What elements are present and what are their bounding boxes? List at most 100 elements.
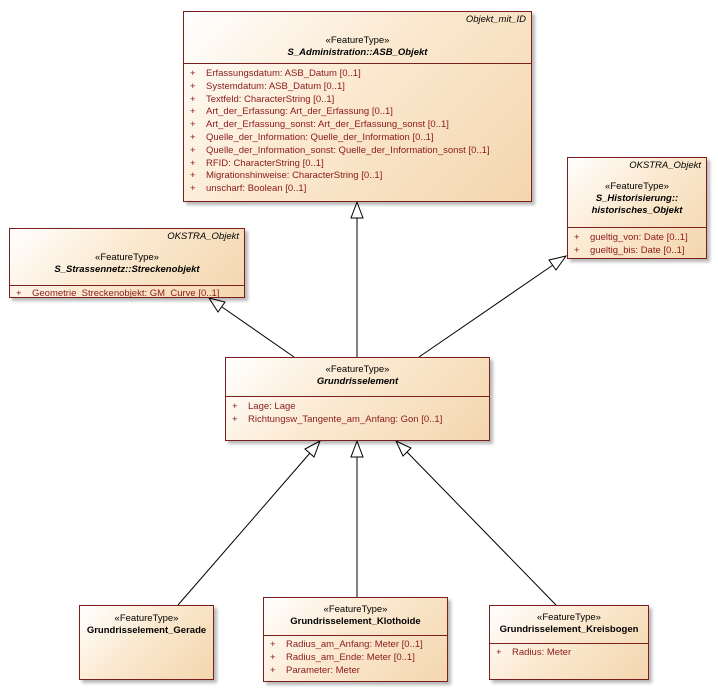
attribute-text: Systemdatum: ASB_Datum [0..1]	[206, 80, 345, 92]
edge-grundrisselement-to-streckenobjekt	[221, 306, 295, 358]
arrowhead-streckenobjekt	[207, 297, 226, 313]
class-grundrisselement[interactable]: «FeatureType» Grundrisselement + Lage: La…	[225, 357, 490, 441]
class-stereotype: «FeatureType»	[95, 252, 159, 263]
attribute-text: Lage: Lage	[248, 401, 296, 412]
class-stereotype: «FeatureType»	[323, 604, 388, 615]
attribute-compartment: + gueltig_von: Date [0..1] + gueltig_bis: …	[568, 227, 706, 258]
attribute-row: + Quelle_der_Information_sonst: Quelle_de…	[190, 145, 531, 158]
class-stereotype: «FeatureType»	[605, 181, 669, 192]
class-header: «FeatureType» Grundrisselement_Klothoide	[264, 598, 447, 635]
visibility-public: +	[190, 144, 196, 156]
visibility-public: +	[190, 170, 196, 182]
class-header: OKSTRA_Objekt «FeatureType» S_Strassenne…	[10, 229, 244, 285]
attribute-compartment: + Radius_am_Anfang: Meter [0..1] + Radius_…	[264, 635, 447, 677]
class-asb-objekt[interactable]: Objekt_mit_ID «FeatureType» S_Administra…	[183, 11, 532, 202]
class-header: «FeatureType» Grundrisselement_Gerade	[80, 606, 213, 637]
arrowhead-gerade	[304, 439, 321, 458]
attribute-text: RFID: CharacterString [0..1]	[206, 157, 324, 169]
edge-gerade-to-grundrisselement	[177, 452, 311, 606]
attribute-row: + gueltig_von: Date [0..1]	[574, 232, 706, 245]
visibility-public: +	[190, 106, 196, 118]
attribute-row: +Textfeld: CharacterString [0..1]	[190, 94, 531, 107]
class-name: Grundrisselement_Gerade	[86, 625, 207, 636]
visibility-public: +	[270, 639, 276, 650]
attribute-text: Geometrie_Streckenobjekt: GM_Curve [0..1…	[32, 288, 220, 299]
attribute-compartment: + Lage: Lage + Richtungsw_Tangente_am_Anfa…	[226, 396, 489, 427]
visibility-public: +	[190, 80, 196, 92]
class-stereotype: «FeatureType»	[537, 612, 601, 623]
class-historisches-objekt[interactable]: OKSTRA_Objekt «FeatureType» S_Historisie…	[567, 157, 707, 259]
arrowhead-asb-objekt	[350, 200, 364, 219]
attribute-row: + Radius_am_Anfang: Meter [0..1]	[270, 639, 447, 652]
visibility-public: +	[574, 244, 580, 256]
arrowhead-klothoide	[350, 439, 364, 458]
class-header: «FeatureType» Grundrisselement_Kreisboge…	[490, 606, 648, 643]
attribute-text: Radius: Meter	[512, 647, 572, 658]
visibility-public: +	[232, 413, 238, 425]
class-grundrisselement-gerade[interactable]: «FeatureType» Grundrisselement_Gerade	[79, 605, 214, 680]
visibility-public: +	[190, 119, 196, 131]
class-name-line-1: S_Historisierung::	[595, 193, 679, 204]
visibility-public: +	[496, 647, 502, 658]
attribute-row: + Migrationshinweise: CharacterString [0.…	[190, 170, 531, 183]
class-grundrisselement-klothoide[interactable]: «FeatureType» Grundrisselement_Klothoide…	[263, 597, 448, 682]
attribute-row: +unscharf: Boolean [0..1]	[190, 183, 531, 196]
visibility-public: +	[16, 288, 22, 299]
class-streckenobjekt[interactable]: OKSTRA_Objekt «FeatureType» S_Strassenne…	[9, 228, 245, 301]
class-grundrisselement-kreisbogen[interactable]: «FeatureType» Grundrisselement_Kreisboge…	[489, 605, 649, 680]
visibility-public: +	[190, 131, 196, 143]
class-stereotype: «FeatureType»	[325, 364, 390, 375]
attribute-row: + Quelle_der_Information: Quelle_der_Info…	[190, 132, 531, 145]
attribute-text: Parameter: Meter	[286, 664, 360, 676]
visibility-public: +	[232, 401, 238, 412]
visibility-public: +	[270, 651, 276, 663]
attribute-text: Erfassungsdatum: ASB_Datum [0..1]	[206, 68, 361, 79]
attribute-row: + Art_der_Erfassung_sonst: Art_der_Erfass…	[190, 119, 531, 132]
attribute-row: + Lage: Lage	[232, 401, 489, 414]
attribute-text: gueltig_von: Date [0..1]	[590, 232, 688, 243]
arrowhead-historisches-objekt	[548, 255, 568, 271]
class-name: Grundrisselement	[316, 376, 399, 387]
attribute-row: + gueltig_bis: Date [0..1]	[574, 245, 706, 258]
class-stereotype: «FeatureType»	[114, 613, 179, 624]
edge-kreisbogen-to-grundrisselement	[406, 451, 557, 606]
attribute-row: + Richtungsw_Tangente_am_Anfang: Gon [0..…	[232, 414, 489, 427]
edge-grundrisselement-to-historisches-objekt	[418, 264, 554, 358]
attribute-text: Radius_am_Ende: Meter [0..1]	[286, 651, 415, 663]
attribute-text: unscharf: Boolean [0..1]	[206, 183, 307, 195]
attribute-row: + Radius: Meter	[496, 647, 648, 660]
attribute-row: +Erfassungsdatum: ASB_Datum [0..1]	[190, 68, 531, 81]
attribute-row: + Radius_am_Ende: Meter [0..1]	[270, 652, 447, 665]
attribute-row: +Parameter: Meter	[270, 665, 447, 678]
class-name: S_Administration::ASB_Objekt	[287, 47, 428, 58]
attribute-compartment: + Geometrie_Streckenobjekt: GM_Curve [0..…	[10, 285, 244, 301]
attribute-text: Radius_am_Anfang: Meter [0..1]	[286, 639, 423, 650]
attribute-text: Quelle_der_Information_sonst: Quelle_der…	[206, 144, 490, 156]
class-name-line-2: historisches_Objekt	[591, 205, 683, 216]
class-tag: OKSTRA_Objekt	[167, 231, 239, 242]
attribute-row: + RFID: CharacterString [0..1]	[190, 158, 531, 171]
attribute-text: Art_der_Erfassung_sonst: Art_der_Erfassu…	[206, 119, 449, 131]
attribute-row: +Art_der_Erfassung: Art_der_Erfassung [0…	[190, 106, 531, 119]
attribute-text: gueltig_bis: Date [0..1]	[590, 244, 685, 256]
visibility-public: +	[190, 93, 196, 105]
visibility-public: +	[574, 232, 580, 243]
attribute-text: Richtungsw_Tangente_am_Anfang: Gon [0..1…	[248, 413, 443, 425]
class-name: Grundrisselement_Kreisbogen	[499, 624, 639, 635]
attribute-text: Quelle_der_Information: Quelle_der_Infor…	[206, 131, 434, 143]
attribute-compartment: +Erfassungsdatum: ASB_Datum [0..1] +Syst…	[184, 63, 531, 196]
arrowhead-kreisbogen	[394, 439, 412, 457]
attribute-text: Migrationshinweise: CharacterString [0..…	[206, 170, 383, 182]
class-name: S_Strassennetz::Streckenobjekt	[54, 264, 200, 275]
class-stereotype: «FeatureType»	[325, 35, 390, 46]
attribute-row: + Geometrie_Streckenobjekt: GM_Curve [0..…	[16, 288, 244, 301]
class-name: Grundrisselement_Klothoide	[290, 616, 421, 627]
attribute-compartment: + Radius: Meter	[490, 643, 648, 660]
class-tag: OKSTRA_Objekt	[629, 160, 701, 171]
attribute-row: + Systemdatum: ASB_Datum [0..1]	[190, 81, 531, 94]
visibility-public: +	[190, 157, 196, 169]
class-tag: Objekt_mit_ID	[465, 14, 526, 25]
class-header: Objekt_mit_ID «FeatureType» S_Administra…	[184, 12, 531, 63]
class-header: «FeatureType» Grundrisselement	[226, 358, 489, 396]
